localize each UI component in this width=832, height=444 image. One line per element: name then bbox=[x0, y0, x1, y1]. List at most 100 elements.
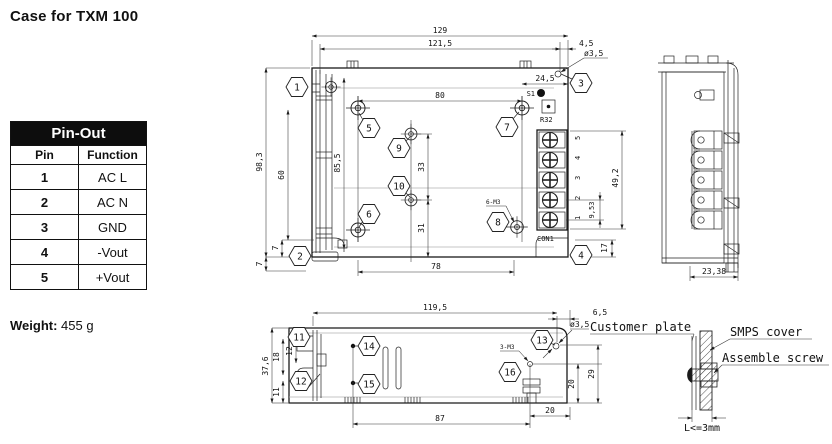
dim-label: 33 bbox=[417, 162, 426, 172]
callouts-bottom: 11 12 13 14 15 16 bbox=[287, 327, 556, 394]
callout-number: 12 bbox=[295, 377, 306, 388]
weight-label: Weight: bbox=[10, 318, 58, 333]
dim-label: 80 bbox=[435, 91, 445, 100]
dim-label: 18 bbox=[272, 352, 281, 362]
side-view: 23,38 bbox=[658, 55, 740, 281]
switch-label: S1 bbox=[527, 90, 535, 98]
customer-plate-label: Customer plate bbox=[590, 320, 691, 334]
mounting-tabs bbox=[346, 60, 532, 69]
case-foot bbox=[535, 237, 568, 257]
weight-value: 455 g bbox=[61, 318, 94, 333]
dim-label: 78 bbox=[431, 262, 441, 271]
screw-hole bbox=[505, 215, 529, 239]
terminal-number: 4 bbox=[574, 156, 582, 160]
callout-number: 6 bbox=[366, 210, 372, 221]
thread-label: 3-M3 bbox=[500, 344, 515, 351]
smps-cover-label: SMPS cover bbox=[730, 325, 802, 339]
dim-label: 6,5 bbox=[593, 308, 608, 317]
dim-label: 20 bbox=[545, 406, 555, 415]
pin-function: AC N bbox=[78, 189, 147, 215]
screw-hole bbox=[345, 95, 371, 121]
bottom-view-dimensions: 119,5 6,5 ø3,5 37,6 18 12 11 29 20 bbox=[261, 303, 608, 426]
terminal-number: 5 bbox=[574, 136, 582, 140]
pin-number: 5 bbox=[10, 264, 79, 290]
dim-label: 7 bbox=[271, 245, 280, 250]
dim-label: 7 bbox=[255, 261, 264, 266]
dim-label: 87 bbox=[435, 414, 445, 423]
pin-function: GND bbox=[78, 214, 147, 240]
dim-label: 29 bbox=[587, 369, 596, 379]
pinout-row: 4-Vout bbox=[10, 239, 147, 265]
dim-label: ø3,5 bbox=[570, 320, 589, 329]
dim-label: 9,53 bbox=[588, 202, 596, 219]
switch-icon bbox=[537, 89, 545, 97]
terminal-number: 1 bbox=[574, 216, 582, 220]
pinout-col-pin: Pin bbox=[10, 145, 79, 165]
pin-function: -Vout bbox=[78, 239, 147, 265]
callout-number: 15 bbox=[363, 380, 374, 391]
connector-label: CON1 bbox=[537, 235, 554, 243]
pin-number: 3 bbox=[10, 214, 79, 240]
callout-number: 5 bbox=[366, 124, 372, 135]
screw-shank bbox=[691, 368, 719, 382]
resistor-label: R32 bbox=[540, 116, 553, 124]
terminal-number: 2 bbox=[574, 196, 582, 200]
pinout-col-function: Function bbox=[78, 145, 147, 165]
callout-number: 9 bbox=[396, 144, 402, 155]
screw-head bbox=[687, 367, 692, 383]
terminal-side bbox=[690, 130, 723, 230]
dim-label: 24,5 bbox=[535, 74, 554, 83]
pinout-row: 5+Vout bbox=[10, 264, 147, 290]
vent-ticks bbox=[344, 397, 529, 403]
din-bracket bbox=[311, 70, 348, 262]
callout-number: 14 bbox=[363, 342, 375, 353]
dim-label: 119,5 bbox=[423, 303, 447, 312]
dim-label: 60 bbox=[277, 170, 286, 180]
dim-label: 37,6 bbox=[261, 356, 270, 375]
assemble-screw-label: Assemble screw bbox=[722, 351, 824, 365]
pin-function: +Vout bbox=[78, 264, 147, 290]
callout-number: 2 bbox=[297, 252, 303, 263]
pinout-table-title: Pin-Out bbox=[10, 121, 147, 146]
dim-label: 23,38 bbox=[702, 267, 726, 276]
pin-function: AC L bbox=[78, 164, 147, 190]
trim-pot bbox=[541, 99, 556, 114]
dim-label: 17 bbox=[600, 243, 609, 253]
callout-number: 4 bbox=[578, 251, 584, 262]
callout-number: 1 bbox=[294, 83, 300, 94]
callout-number: 10 bbox=[393, 182, 405, 193]
dim-label: 98,3 bbox=[255, 152, 264, 171]
dim-label: 20 bbox=[567, 379, 576, 389]
dim-label: 49,2 bbox=[611, 168, 620, 187]
callout-number: 11 bbox=[293, 333, 305, 344]
dim-label: 129 bbox=[433, 26, 448, 35]
standoff-steps bbox=[522, 378, 541, 404]
page-title: Case for TXM 100 bbox=[10, 8, 139, 25]
dim-label: 85,5 bbox=[333, 153, 342, 172]
terminal-block: 5 4 3 2 1 CON1 bbox=[536, 129, 582, 243]
dim-label: ø3,5 bbox=[584, 49, 603, 58]
callout-number: 3 bbox=[578, 79, 584, 90]
screw-length-limit: L<=3mm bbox=[684, 423, 720, 434]
dim-label: 31 bbox=[417, 223, 426, 233]
callout-number: 16 bbox=[504, 368, 516, 379]
dim-label: 121,5 bbox=[428, 39, 452, 48]
weight-line: Weight: 455 g bbox=[10, 318, 94, 333]
vent-slot bbox=[382, 346, 389, 390]
callout-number: 8 bbox=[495, 218, 501, 229]
thread-label: 6-M3 bbox=[486, 199, 501, 206]
pin-number: 4 bbox=[10, 239, 79, 265]
dim-label: 11 bbox=[272, 387, 281, 397]
bottom-view: 119,5 6,5 ø3,5 37,6 18 12 11 29 20 bbox=[261, 303, 607, 428]
pin-number: 1 bbox=[10, 164, 79, 190]
callout-number: 7 bbox=[504, 123, 510, 134]
callouts-top: 1 2 3 4 5 6 7 8 9 10 bbox=[285, 73, 593, 266]
dim-label: 4,5 bbox=[579, 39, 594, 48]
dim-label: 12 bbox=[285, 346, 294, 356]
